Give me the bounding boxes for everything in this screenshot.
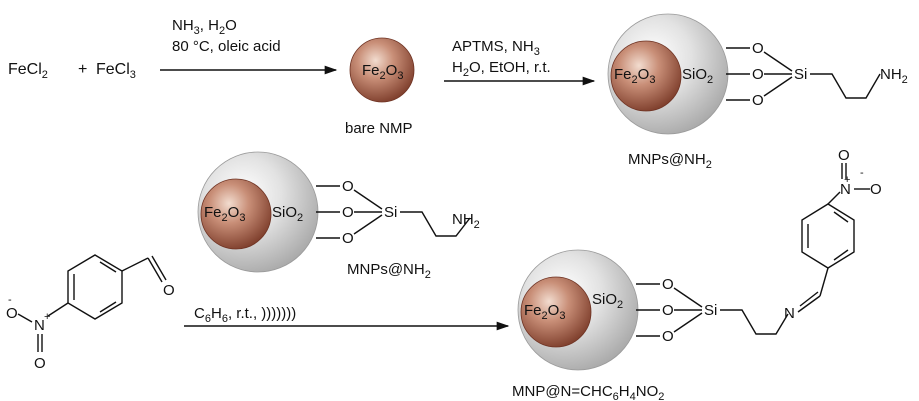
reactant-fecl3: FeCl3: [96, 61, 136, 81]
oxygen-3: O: [342, 230, 354, 247]
core-label: Fe2O3: [204, 204, 245, 224]
condition-solvent: H2O, EtOH, r.t.: [452, 59, 551, 79]
condition-benzene-ultrasound: C6H6, r.t., ))))))): [194, 305, 296, 325]
reaction-1: FeCl2 + FeCl3 NH3, H2O 80 °C, oleic acid: [8, 17, 338, 81]
bare-nmp: Fe2O3 bare NMP: [345, 37, 415, 137]
oxygen-2: O: [752, 66, 764, 83]
oxygen-2: O: [662, 302, 674, 319]
product-particle: Fe2O3 SiO2 O O O Si N N + O - O: [517, 147, 882, 371]
shell-label: SiO2: [592, 291, 623, 311]
product-nitro-minus: -: [860, 167, 864, 179]
product-label: MNP@N=CHC6H4NO2: [512, 383, 664, 401]
condition-aptms: APTMS, NH3: [452, 38, 540, 58]
oxygen-1: O: [342, 178, 354, 195]
oxygen-3: O: [752, 92, 764, 109]
product-nitro-n: N: [840, 181, 851, 198]
fe2o3-core: [349, 37, 415, 103]
shell-label: SiO2: [272, 204, 303, 224]
shell-label: SiO2: [682, 66, 713, 86]
nitro-minus: -: [8, 294, 12, 306]
core-label: Fe2O3: [362, 62, 403, 82]
core-label: Fe2O3: [614, 66, 655, 86]
condition-nh3-h2o: NH3, H2O: [172, 17, 237, 37]
core-label: Fe2O3: [524, 302, 565, 322]
oxygen-1: O: [662, 276, 674, 293]
silicon-atom: Si: [704, 302, 717, 319]
particle-mnps-nh2-top: Fe2O3 SiO2 O O O Si NH2: [607, 13, 908, 135]
label-mnps-nh2-top: MNPs@NH2: [628, 151, 712, 171]
aldehyde-oxygen: O: [163, 282, 175, 299]
silicon-atom: Si: [384, 204, 397, 221]
label-mnps-nh2-middle: MNPs@NH2: [347, 261, 431, 281]
oxygen-2: O: [342, 204, 354, 221]
amine-group: NH2: [880, 66, 908, 86]
nitro-o-minus: O: [6, 305, 18, 322]
silicon-atom: Si: [794, 66, 807, 83]
particle-mnps-nh2-middle: Fe2O3 SiO2 O O O Si NH2: [197, 151, 480, 273]
nitrobenzaldehyde: O N + O - O: [6, 254, 175, 372]
plus-sign: +: [78, 61, 87, 78]
oxygen-1: O: [752, 40, 764, 57]
product-nitro-o1: O: [838, 147, 850, 164]
product-nitro-plus: +: [844, 174, 850, 186]
reactant-fecl2: FeCl2: [8, 61, 48, 81]
product-nitro-o2: O: [870, 181, 882, 198]
nitro-plus: +: [44, 311, 50, 323]
condition-temp-oleic: 80 °C, oleic acid: [172, 38, 281, 55]
nitro-nitrogen: N: [34, 317, 45, 334]
oxygen-3: O: [662, 328, 674, 345]
imine-nitrogen: N: [784, 305, 795, 322]
amine-group: NH2: [452, 211, 480, 231]
reaction-3: C6H6, r.t., ))))))): [184, 305, 510, 331]
nitro-oxygen: O: [34, 355, 46, 372]
reaction-2: APTMS, NH3 H2O, EtOH, r.t.: [444, 38, 596, 86]
bare-nmp-label: bare NMP: [345, 120, 413, 137]
